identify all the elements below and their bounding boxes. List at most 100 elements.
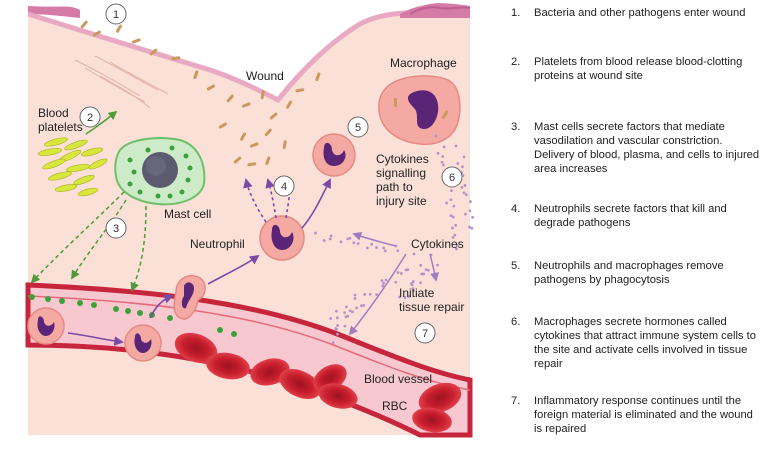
arrow-mast-to-vessel xyxy=(130,205,147,292)
cytokine-dot xyxy=(455,243,459,247)
cytokine-dot xyxy=(462,191,466,195)
cytokine-dot xyxy=(462,155,466,159)
cytokine-dot xyxy=(419,281,423,285)
cytokine-dot xyxy=(336,316,339,320)
rbc xyxy=(412,407,452,433)
macrophage xyxy=(378,75,461,146)
legend-item: 6.Macrophages secrete hormones called cy… xyxy=(511,315,763,371)
cytokine-dot xyxy=(454,144,458,148)
legend-number: 5. xyxy=(511,260,521,272)
cytokine-dot xyxy=(381,284,385,288)
arrow-secretion xyxy=(243,178,267,223)
cytokine-dot xyxy=(411,287,415,290)
cytokine-dot xyxy=(396,271,400,274)
step-marker-number: 4 xyxy=(281,181,287,193)
legend-item: 7.Inflammatory response continues until … xyxy=(511,394,763,436)
cytokine-dot xyxy=(468,225,471,229)
cytokine-dot xyxy=(452,204,456,208)
cytokine-dot xyxy=(445,201,448,205)
legend-text: Neutrophils secrete factors that kill an… xyxy=(534,203,727,229)
step-marker-7: 7 xyxy=(414,322,436,344)
cytokine-dot xyxy=(440,160,444,164)
cytokine-dot xyxy=(344,315,348,319)
cytokine-dot xyxy=(441,155,445,158)
legend-text: Platelets from blood release blood-clott… xyxy=(534,56,743,82)
step-marker-3: 3 xyxy=(105,217,127,239)
label-blood-vessel: Blood vessel xyxy=(364,372,432,386)
step-marker-number: 5 xyxy=(355,122,361,134)
cytokine-dot xyxy=(355,306,358,310)
cytokine-dot xyxy=(368,292,372,296)
cytokine-dot xyxy=(464,193,468,197)
step-marker-number: 1 xyxy=(113,9,119,21)
cytokine-dot xyxy=(426,268,430,272)
cytokine-dot xyxy=(451,236,455,239)
cytokine-dot xyxy=(366,246,369,250)
step-marker-2: 2 xyxy=(79,106,101,128)
neutrophil xyxy=(259,215,305,261)
legend-number: 1. xyxy=(511,7,521,19)
legend-item: 5.Neutrophils and macrophages remove pat… xyxy=(511,259,763,287)
cytokine-dot xyxy=(453,233,457,237)
skin-surface xyxy=(27,10,471,104)
cytokine-dot xyxy=(419,263,423,267)
cytokine-dot xyxy=(403,296,407,299)
step-marker-6: 6 xyxy=(441,166,463,188)
legend-item: 4.Neutrophils secrete factors that kill … xyxy=(511,202,763,230)
legend-number: 2. xyxy=(511,56,521,68)
lilac-arrows xyxy=(348,232,440,336)
step-marker-number: 2 xyxy=(87,112,93,124)
arrow-blood-flow xyxy=(67,332,124,346)
arrow-to-tissue xyxy=(207,254,260,285)
cytokine-dot xyxy=(442,163,445,167)
label-macrophage: Macrophage xyxy=(390,56,457,70)
cytokine-dot xyxy=(451,226,454,230)
skin-surface-right xyxy=(400,3,470,19)
cytokine-dot xyxy=(464,212,467,216)
tissue-fibers xyxy=(74,55,169,109)
cytokine-dot xyxy=(469,200,472,203)
green-arrows xyxy=(30,110,147,292)
cytokine-dot xyxy=(460,185,464,189)
purple-arrows xyxy=(67,178,331,346)
cytokine-dot xyxy=(344,305,348,309)
step-marker-4: 4 xyxy=(273,175,295,197)
arrow-cytokines-down xyxy=(348,253,407,336)
rbc xyxy=(418,382,462,414)
cytokine-dot xyxy=(434,134,438,138)
cytokine-dot xyxy=(461,165,464,169)
cytokine-dot xyxy=(407,295,411,298)
cytokine-dot xyxy=(449,214,453,218)
rbc xyxy=(174,332,218,364)
cytokine-dot xyxy=(436,151,440,155)
label-wound: Wound xyxy=(246,69,284,83)
platelets xyxy=(37,137,108,197)
arrow-to-wall xyxy=(149,294,174,319)
cytokine-dot xyxy=(348,309,352,313)
cytokine-dot xyxy=(399,272,403,275)
arrow-cytokines-left xyxy=(352,232,397,247)
cytokine-dot xyxy=(396,249,400,253)
cytokine-dot xyxy=(322,239,326,242)
cytokine-dot xyxy=(382,246,386,250)
cytokine-dot xyxy=(353,293,357,297)
legend-item: 1. Bacteria and other pathogens enter wou… xyxy=(511,6,763,20)
cytokine-dot xyxy=(410,282,413,285)
legend-text: Bacteria and other pathogens enter wound xyxy=(534,7,746,19)
step-marker-number: 3 xyxy=(113,223,119,235)
cytokine-dot xyxy=(412,252,416,256)
cytokine-dot xyxy=(314,231,317,235)
neutrophil-phagocytic xyxy=(312,133,356,177)
skin-surface-left xyxy=(28,6,80,18)
cytokine-dot xyxy=(422,272,426,276)
pathogens xyxy=(80,20,321,167)
label-mast-cell: Mast cell xyxy=(164,207,211,221)
cytokine-dot xyxy=(375,246,378,249)
label-cytokines: Cytokines xyxy=(411,237,464,251)
cytokine-dot xyxy=(331,341,335,345)
cytokine-dot xyxy=(382,281,386,285)
legend-number: 7. xyxy=(511,395,521,407)
